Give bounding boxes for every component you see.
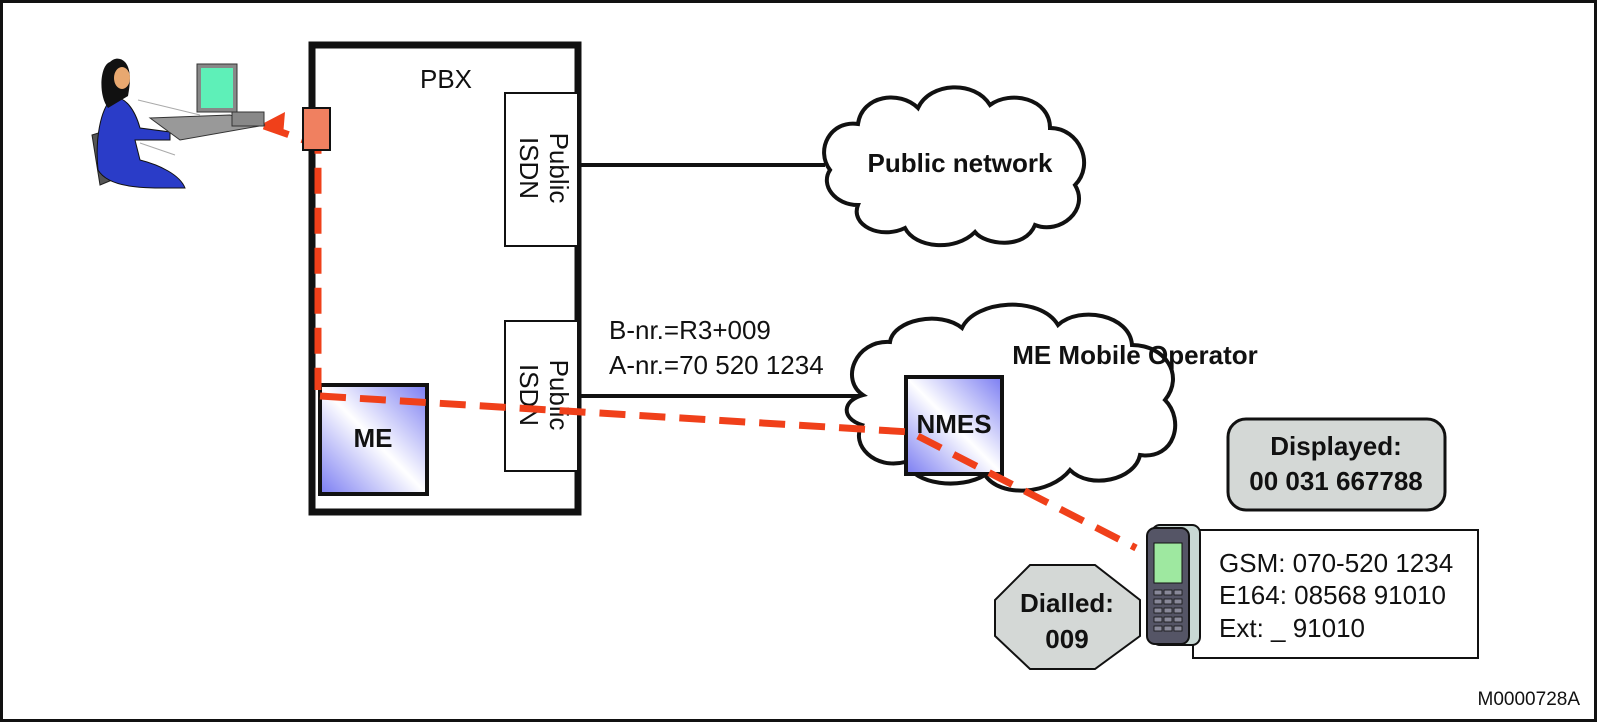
call-path-segment-diagonal xyxy=(319,392,1138,552)
isdn-top-line2: ISDN xyxy=(514,137,544,199)
displayed-badge: Displayed: 00 031 667788 xyxy=(1226,417,1447,512)
isdn-top-line1: Public xyxy=(544,133,574,204)
mobile-phone-icon xyxy=(1146,524,1201,646)
isdn-bottom-line2: ISDN xyxy=(514,364,544,426)
nmes-box: NMES xyxy=(904,375,1004,476)
phone-info-box: GSM: 070-520 1234 E164: 08568 91010 Ext:… xyxy=(1192,529,1479,659)
displayed-title: Displayed: xyxy=(1270,431,1402,461)
arrowhead-icon xyxy=(262,112,285,136)
person-at-computer-icon xyxy=(91,58,266,189)
public-isdn-top: Public ISDN xyxy=(504,92,579,247)
dialled-value: 009 xyxy=(1045,624,1088,654)
dialled-badge: Dialled: 009 xyxy=(994,564,1141,670)
e164-number: E164: 08568 91010 xyxy=(1219,580,1446,610)
mobile-operator-label: ME Mobile Operator xyxy=(1012,340,1258,370)
gsm-number: GSM: 070-520 1234 xyxy=(1219,548,1453,578)
displayed-value: 00 031 667788 xyxy=(1249,466,1423,496)
isdn-bottom-line1: Public xyxy=(544,360,574,431)
b-number-label: B-nr.=R3+009 xyxy=(609,315,771,345)
extension-number: Ext: _ 91010 xyxy=(1219,613,1365,643)
me-label: ME xyxy=(354,423,393,453)
dialled-title: Dialled: xyxy=(1020,588,1114,618)
a-number-label: A-nr.=70 520 1234 xyxy=(609,350,824,380)
public-isdn-bottom: Public ISDN xyxy=(504,320,579,472)
figure-id: M0000728A xyxy=(1478,689,1581,710)
pbx-label: PBX xyxy=(420,64,472,94)
public-network-cloud: Public network xyxy=(822,85,1087,247)
pbx-terminal-connector xyxy=(302,107,331,151)
me-box: ME xyxy=(318,383,429,496)
nmes-label: NMES xyxy=(916,409,991,439)
public-network-label: Public network xyxy=(868,148,1053,178)
